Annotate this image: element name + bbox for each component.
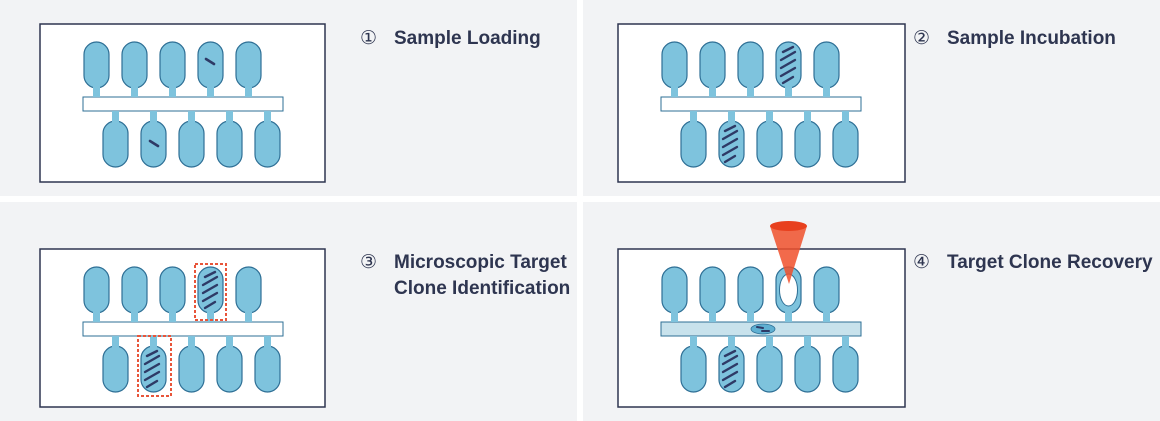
- step-3-chip: [39, 248, 326, 408]
- target-highlight-box-top: [194, 263, 227, 321]
- step-4-number: ④: [913, 252, 931, 273]
- step-1-chip: [39, 23, 326, 183]
- bottom-chambers: [680, 336, 859, 393]
- laser-beam-top: [770, 221, 807, 231]
- step-2-chip: [617, 23, 906, 183]
- step-1-number: ①: [360, 28, 378, 49]
- released-clone: [750, 323, 776, 335]
- step-4-label: ④ Target Clone Recovery: [913, 250, 1153, 276]
- clone-colony-bottom: [721, 124, 739, 164]
- channel: [82, 96, 284, 112]
- clone-colony-bottom: [721, 349, 739, 389]
- step-3-title-line-2: Clone Identification: [394, 278, 571, 299]
- bottom-chambers: [102, 336, 281, 393]
- clone-colony-top: [779, 45, 797, 85]
- bottom-chambers: [680, 111, 859, 168]
- single-cells: [148, 57, 216, 148]
- step-4-panel: ④ Target Clone Recovery: [583, 202, 1160, 421]
- clone-colony-top: [201, 270, 219, 310]
- step-2-panel: ② Sample Incubation: [583, 0, 1160, 196]
- channel: [82, 321, 284, 337]
- step-3-number: ③: [360, 252, 378, 273]
- step-2-number: ②: [913, 28, 931, 49]
- laser-beam-icon: [770, 226, 807, 284]
- top-chambers: [83, 41, 262, 97]
- bottom-chambers: [102, 111, 281, 168]
- step-4-title: Target Clone Recovery: [947, 252, 1153, 273]
- channel: [660, 96, 862, 112]
- step-3-title-line-1: Microscopic Target: [394, 252, 567, 273]
- step-1-panel: ① Sample Loading: [0, 0, 577, 196]
- step-2-label: ② Sample Incubation: [913, 26, 1116, 52]
- target-highlight-box-bottom: [137, 335, 172, 397]
- clone-colony-bottom: [143, 349, 161, 389]
- step-1-title: Sample Loading: [394, 28, 541, 49]
- released-cells: [756, 326, 770, 332]
- step-4-chip: [617, 221, 906, 408]
- step-2-title: Sample Incubation: [947, 28, 1116, 49]
- step-1-label: ① Sample Loading: [360, 26, 541, 52]
